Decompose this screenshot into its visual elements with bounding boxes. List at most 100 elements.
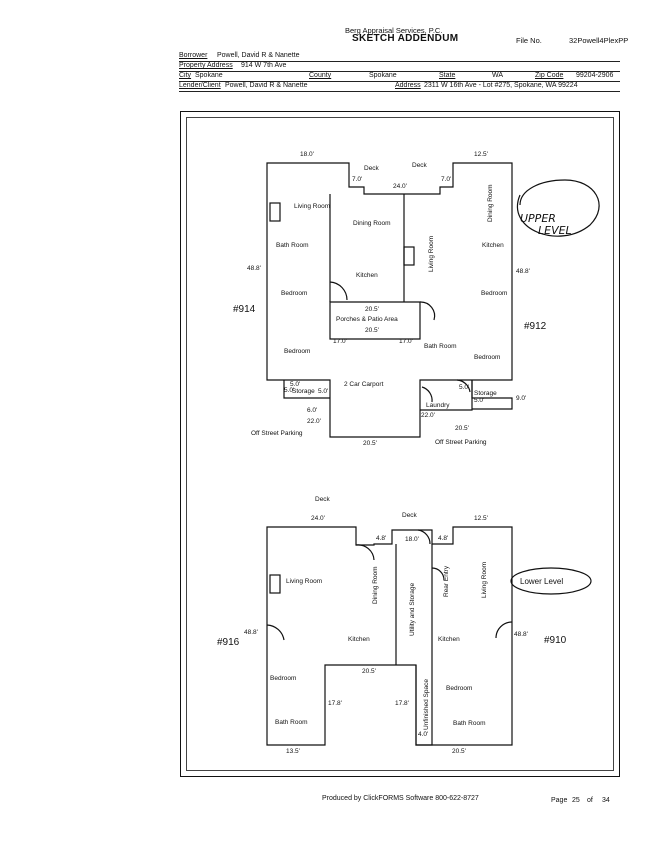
- room-lower-living-right: Living Room: [481, 562, 488, 598]
- sketch-inner-border: [186, 117, 614, 771]
- room-upper-dining-right: Dining Room: [487, 184, 494, 222]
- footer-produced-by: Produced by ClickFORMS Software 800-622-…: [322, 795, 479, 802]
- lower-door-arc-5: [431, 567, 445, 581]
- dim-lower-mid-20: 20.5': [362, 668, 376, 675]
- county-value: Spokane: [369, 72, 397, 79]
- room-lower-bed-right: Bedroom: [446, 685, 472, 692]
- room-upper-kitchen-right: Kitchen: [482, 242, 504, 249]
- property-info-form: Borrower Powell, David R & Nanette Prope…: [179, 52, 620, 92]
- property-label: Property Address: [179, 62, 233, 69]
- room-upper-kitchen-left: Kitchen: [356, 272, 378, 279]
- room-lower-bath-left: Bath Room: [275, 719, 308, 726]
- lower-door-arc-3: [266, 624, 285, 641]
- room-lower-rear-entry: Rear Entry: [443, 565, 450, 597]
- property-row: Property Address 914 W 7th Ave: [179, 62, 620, 72]
- dim-upper-right-20: 20.5': [455, 425, 469, 432]
- footer-page-total: 34: [602, 797, 610, 804]
- upper-level-handwritten-loop: [517, 179, 600, 237]
- room-upper-living-left: Living Room: [294, 203, 330, 210]
- footer-of-label: of: [587, 797, 593, 804]
- dim-upper-side-right: 48.8': [516, 268, 530, 275]
- document-title: SKETCH ADDENDUM: [352, 33, 459, 44]
- lender-row: Lender/Client Powell, David R & Nanette …: [179, 82, 620, 92]
- unit-912-label: #912: [524, 321, 547, 332]
- dim-lower-48a: 4.8': [376, 535, 386, 542]
- dim-upper-carport-22: 22.0': [307, 418, 321, 425]
- lower-door-arc-4: [495, 621, 513, 639]
- dim-lower-side-right: 48.8': [514, 631, 528, 638]
- room-lower-living-left: Living Room: [286, 578, 322, 585]
- dim-upper-top-left: 18.0': [300, 151, 314, 158]
- lender-value: Powell, David R & Nanette: [225, 82, 308, 89]
- file-no-label: File No.: [516, 36, 542, 45]
- room-upper-bed-left-1: Bedroom: [281, 290, 307, 297]
- room-upper-dining-left: Dining Room: [353, 220, 391, 227]
- unit-910-label: #910: [544, 635, 567, 646]
- dim-upper-porch-left: 17.0': [333, 338, 347, 345]
- dim-upper-deck-left: 7.0': [352, 176, 362, 183]
- dim-upper-storage-l1: 5.0': [290, 381, 300, 388]
- room-lower-deck-1: Deck: [315, 496, 331, 503]
- upper-storage-left: [283, 380, 330, 399]
- room-upper-living-right: Living Room: [428, 236, 435, 272]
- footer-page-number: 25: [572, 797, 580, 804]
- handwritten-upper: UPPER: [520, 212, 556, 225]
- borrower-row: Borrower Powell, David R & Nanette: [179, 52, 620, 62]
- dim-upper-deck-gap: 24.0': [393, 183, 407, 190]
- dim-upper-side-left: 48.8': [247, 265, 261, 272]
- room-lower-deck-2: Deck: [402, 512, 418, 519]
- dim-upper-bottom: 20.5': [363, 440, 377, 447]
- room-upper-bed-right-2: Bedroom: [474, 354, 500, 361]
- room-upper-storage-right: Storage: [474, 390, 497, 397]
- dim-upper-deck-right: 7.0': [441, 176, 451, 183]
- state-value: WA: [492, 72, 504, 79]
- upper-914-outline: [266, 162, 513, 438]
- room-lower-unfinished: Unfinished Space: [423, 679, 430, 730]
- dim-upper-laundry-22: 22.0': [421, 412, 435, 419]
- upper-door-arc-4: [456, 379, 471, 393]
- room-lower-bath-right: Bath Room: [453, 720, 486, 727]
- lower-outline: [266, 526, 513, 746]
- dim-lower-48b: 4.8': [438, 535, 448, 542]
- room-lower-kitchen-right: Kitchen: [438, 636, 460, 643]
- dim-lower-40: 4.0': [418, 731, 428, 738]
- upper-window-2: [403, 246, 415, 266]
- dim-upper-right-9: 9.0': [516, 395, 526, 402]
- dim-upper-storage-l3: 5.0': [318, 388, 328, 395]
- lower-door-arc-2: [417, 529, 431, 545]
- upper-laundry-wall: [420, 380, 473, 411]
- dim-upper-porch-right: 17.0': [399, 338, 413, 345]
- lower-utility-walls: [395, 544, 433, 665]
- handwritten-level: LEVEL: [538, 224, 572, 237]
- dim-upper-carport-left: 6.0': [307, 407, 317, 414]
- sketch-frame: [180, 111, 620, 777]
- room-lower-bed-left: Bedroom: [270, 675, 296, 682]
- county-label: County: [309, 72, 332, 79]
- room-upper-deck-2: Deck: [412, 162, 428, 169]
- dim-lower-bottom-left: 13.5': [286, 748, 300, 755]
- dim-lower-bottom-right: 20.5': [452, 748, 466, 755]
- lender-label: Lender/Client: [179, 82, 221, 89]
- room-upper-deck-1: Deck: [364, 165, 380, 172]
- footer-page-label: Page: [551, 797, 568, 804]
- dim-lower-178b: 17.8': [395, 700, 409, 707]
- unit-916-label: #916: [217, 637, 240, 648]
- dim-lower-top-12: 12.5': [474, 515, 488, 522]
- city-label: City: [179, 72, 192, 79]
- room-upper-bed-left-2: Bedroom: [284, 348, 310, 355]
- borrower-label: Borrower: [179, 52, 208, 59]
- upper-door-arc-1: [329, 281, 348, 301]
- dim-lower-178a: 17.8': [328, 700, 342, 707]
- unit-914-label: #914: [233, 304, 256, 315]
- room-upper-carport: 2 Car Carport: [344, 381, 384, 388]
- upper-parking-left: Off Street Parking: [251, 430, 303, 437]
- room-upper-bath-right: Bath Room: [424, 343, 457, 350]
- dim-upper-storage-r2: 5.0': [474, 397, 484, 404]
- dim-upper-storage-l2: 5.0': [284, 387, 294, 394]
- file-no-value: 32Powell4PlexPP: [569, 36, 629, 45]
- lower-unfinished-wall: [415, 665, 433, 746]
- room-lower-kitchen-left: Kitchen: [348, 636, 370, 643]
- dim-upper-porch-mid: 20.5': [365, 327, 379, 334]
- dim-upper-porch-top: 20.5': [365, 306, 379, 313]
